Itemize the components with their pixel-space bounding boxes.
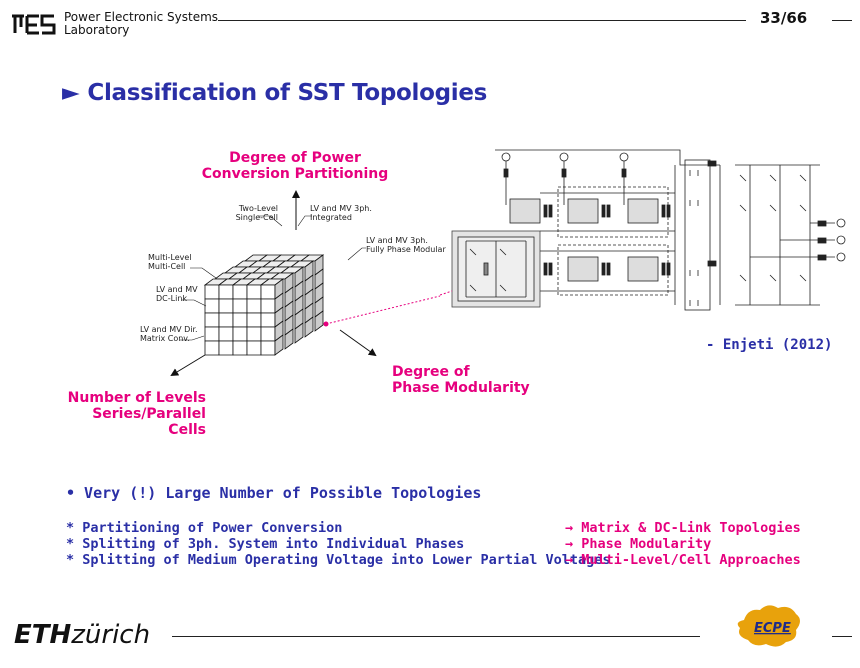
cube-front-face <box>246 298 262 314</box>
header-dash <box>832 20 852 21</box>
switch-glyphs <box>689 170 807 306</box>
cube-front-face <box>204 312 220 328</box>
bullet-headline: • Very (!) Large Number of Possible Topo… <box>66 484 482 502</box>
axis-label-levels: Number of Levels Series/Parallel Cells <box>56 390 206 438</box>
lab-name-line1: Power Electronic Systems <box>64 10 219 24</box>
axis-label-levels-line1: Number of Levels <box>67 390 206 406</box>
cube-stack <box>203 254 325 356</box>
cube-front-face <box>260 298 276 314</box>
left-list-item: * Splitting of 3ph. System into Individu… <box>66 536 465 552</box>
cube-front-face <box>260 326 276 342</box>
label-matrix-line2: Matrix Conv. <box>140 334 190 343</box>
leader-dc-link <box>182 299 207 307</box>
title-marker-icon: ► <box>62 80 80 106</box>
page-number: 33/66 <box>760 9 808 27</box>
cube-front-face <box>232 326 248 342</box>
axis-label-partitioning-line2: Conversion Partitioning <box>201 166 389 182</box>
cube-front-face <box>204 298 220 314</box>
cube-front-face <box>232 312 248 328</box>
cube-front-face <box>204 284 220 300</box>
cube-front-face <box>218 312 234 328</box>
cube-side-face <box>274 334 284 356</box>
right-list: → Matrix & DC-Link Topologies → Phase Mo… <box>565 520 801 568</box>
label-lvmv-integrated-line1: LV and MV 3ph. <box>310 204 372 213</box>
ecpe-logo: ECPE <box>737 605 800 647</box>
axis-label-modularity-line1: Degree of <box>392 364 470 380</box>
footer-rule <box>172 636 700 637</box>
eth-logo-bold: ETH <box>14 620 72 650</box>
highlight-leader <box>325 295 441 325</box>
label-matrix: LV and MV Dir. Matrix Conv. <box>140 325 198 343</box>
label-two-level: Two-Level Single-Cell <box>228 204 278 222</box>
cube-side-face <box>314 310 324 332</box>
cube-front-face <box>204 326 220 342</box>
cube-front-face <box>260 340 276 356</box>
label-two-level-line1: Two-Level <box>238 204 278 213</box>
slide-title: ► Classification of SST Topologies <box>62 80 487 106</box>
cube-side-face <box>294 322 304 344</box>
cube-front-face <box>246 284 262 300</box>
sst-circuit-schematic <box>440 149 846 311</box>
citation: - Enjeti (2012) <box>706 337 833 353</box>
ecpe-logo-text: ECPE <box>754 621 791 636</box>
label-dc-link: LV and MV DC-Link <box>156 285 198 303</box>
cube-graphic <box>170 190 441 377</box>
label-multi-level: Multi-Level Multi-Cell <box>148 253 192 271</box>
cube-front-face <box>232 298 248 314</box>
lab-name-line2: Laboratory <box>64 23 130 37</box>
axis-label-modularity-line2: Phase Modularity <box>392 380 530 396</box>
cube-front-face <box>232 340 248 356</box>
label-dc-link-line2: DC-Link <box>156 294 188 303</box>
label-two-level-line2: Single-Cell <box>235 213 278 222</box>
cube-side-face <box>284 328 294 350</box>
right-list-item: → Multi-Level/Cell Approaches <box>565 552 801 568</box>
leader-phase-modular <box>347 247 366 261</box>
pes-logo <box>12 14 56 35</box>
leader-multi-level <box>190 267 217 279</box>
axis-arrow-right <box>339 329 377 357</box>
label-dc-link-line1: LV and MV <box>156 285 198 294</box>
right-list-item: → Matrix & DC-Link Topologies <box>565 520 801 536</box>
right-list-item: → Phase Modularity <box>565 536 712 552</box>
label-phase-modular: LV and MV 3ph. Fully Phase Modular <box>366 236 446 254</box>
cube-front-face <box>218 340 234 356</box>
inset-leader <box>440 290 453 296</box>
label-multi-level-line1: Multi-Level <box>148 253 192 262</box>
axis-label-partitioning: Degree of Power Conversion Partitioning <box>200 150 390 182</box>
cube-side-face <box>304 316 314 338</box>
slide-title-text: Classification of SST Topologies <box>87 80 488 106</box>
left-list: * Partitioning of Power Conversion * Spl… <box>66 520 611 568</box>
leader-matrix <box>180 335 205 341</box>
cube-front-face <box>260 312 276 328</box>
axis-label-partitioning-line1: Degree of Power <box>229 150 361 166</box>
axis-label-modularity: Degree of Phase Modularity <box>392 364 530 396</box>
footer-dash <box>832 636 852 637</box>
eth-zurich-logo: ETHzürich <box>14 620 150 650</box>
axis-label-levels-line2: Series/Parallel Cells <box>92 406 206 438</box>
cube-front-face <box>204 340 220 356</box>
cube-front-face <box>218 284 234 300</box>
lab-name: Power Electronic Systems Laboratory <box>64 11 218 37</box>
cube-front-face <box>246 326 262 342</box>
left-list-item: * Partitioning of Power Conversion <box>66 520 343 536</box>
axis-arrow-left <box>170 354 206 377</box>
cube-front-face <box>260 284 276 300</box>
cube-front-face <box>246 340 262 356</box>
leader-integrated <box>297 215 312 227</box>
label-phase-modular-line1: LV and MV 3ph. <box>366 236 428 245</box>
label-phase-modular-line2: Fully Phase Modular <box>366 245 446 254</box>
label-lvmv-integrated-line2: Integrated <box>310 213 352 222</box>
eth-logo-text: zürich <box>71 620 151 650</box>
cube-front-face <box>218 326 234 342</box>
label-lvmv-integrated: LV and MV 3ph. Integrated <box>310 204 372 222</box>
label-matrix-line1: LV and MV Dir. <box>140 325 198 334</box>
cube-front-face <box>246 312 262 328</box>
cube-front-face <box>232 284 248 300</box>
header-rule <box>218 20 746 21</box>
left-list-item: * Splitting of Medium Operating Voltage … <box>66 552 611 568</box>
cube-front-face <box>218 298 234 314</box>
leader-two-level <box>258 215 283 227</box>
label-multi-level-line2: Multi-Cell <box>148 262 186 271</box>
